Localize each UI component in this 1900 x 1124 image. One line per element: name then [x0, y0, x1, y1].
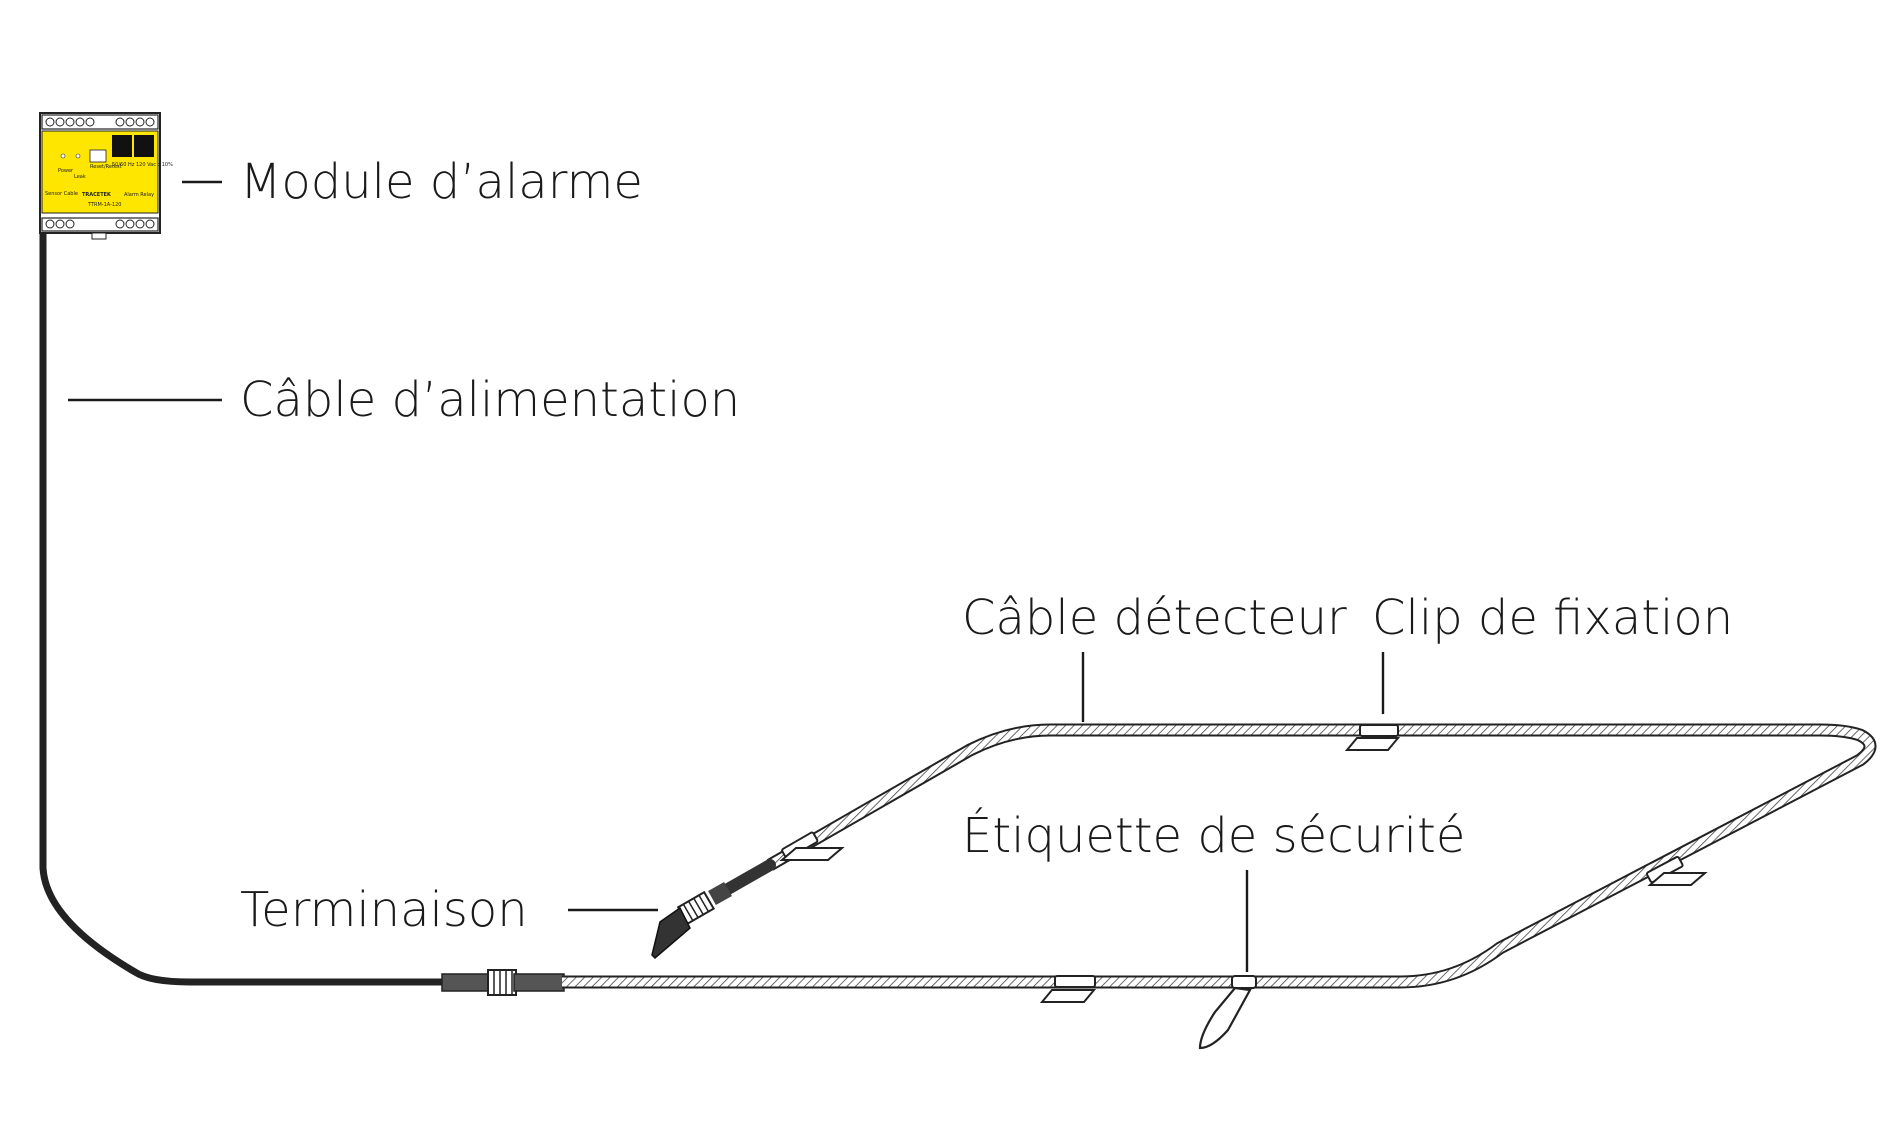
label-alarm-module: Module d’alarme: [240, 154, 643, 210]
module-model: TTRM-1A-120: [87, 202, 121, 208]
hold-down-clip-diagonal-right: [1645, 855, 1708, 886]
module-brand: TRACETEK: [82, 192, 112, 198]
label-hold-down-clip: Clip de fixation: [1372, 590, 1733, 646]
module-power-led-label: Power: [58, 168, 74, 174]
power-cable: [39, 228, 449, 986]
module-reset-label: Reset/Retest: [90, 164, 122, 170]
sensing-cable: [562, 723, 1877, 989]
safety-tag: [1198, 975, 1257, 1050]
hold-down-clip-bottom-left: [1039, 975, 1097, 1003]
label-sensing-cable: Câble détecteur: [962, 590, 1347, 646]
module-leak-led-label: Leak: [74, 174, 86, 180]
hold-down-clip-top: [1344, 724, 1401, 751]
module-product: Alarm Relay: [124, 192, 154, 198]
cable-connector: [441, 969, 565, 996]
hold-down-clip-diagonal-left: [779, 831, 845, 861]
label-safety-tag: Étiquette de sécurité: [962, 807, 1465, 864]
module-caption-left: Sensor Cable: [45, 191, 78, 197]
alarm-module: Power Leak Reset/Retest 50/60 Hz 120 Vac…: [39, 112, 173, 240]
label-power-cable: Câble d’alimentation: [240, 372, 740, 428]
module-rating: 50/60 Hz 120 Vac ±10%: [112, 162, 173, 168]
label-end-termination: Terminaison: [240, 882, 528, 938]
end-termination: [651, 859, 776, 960]
